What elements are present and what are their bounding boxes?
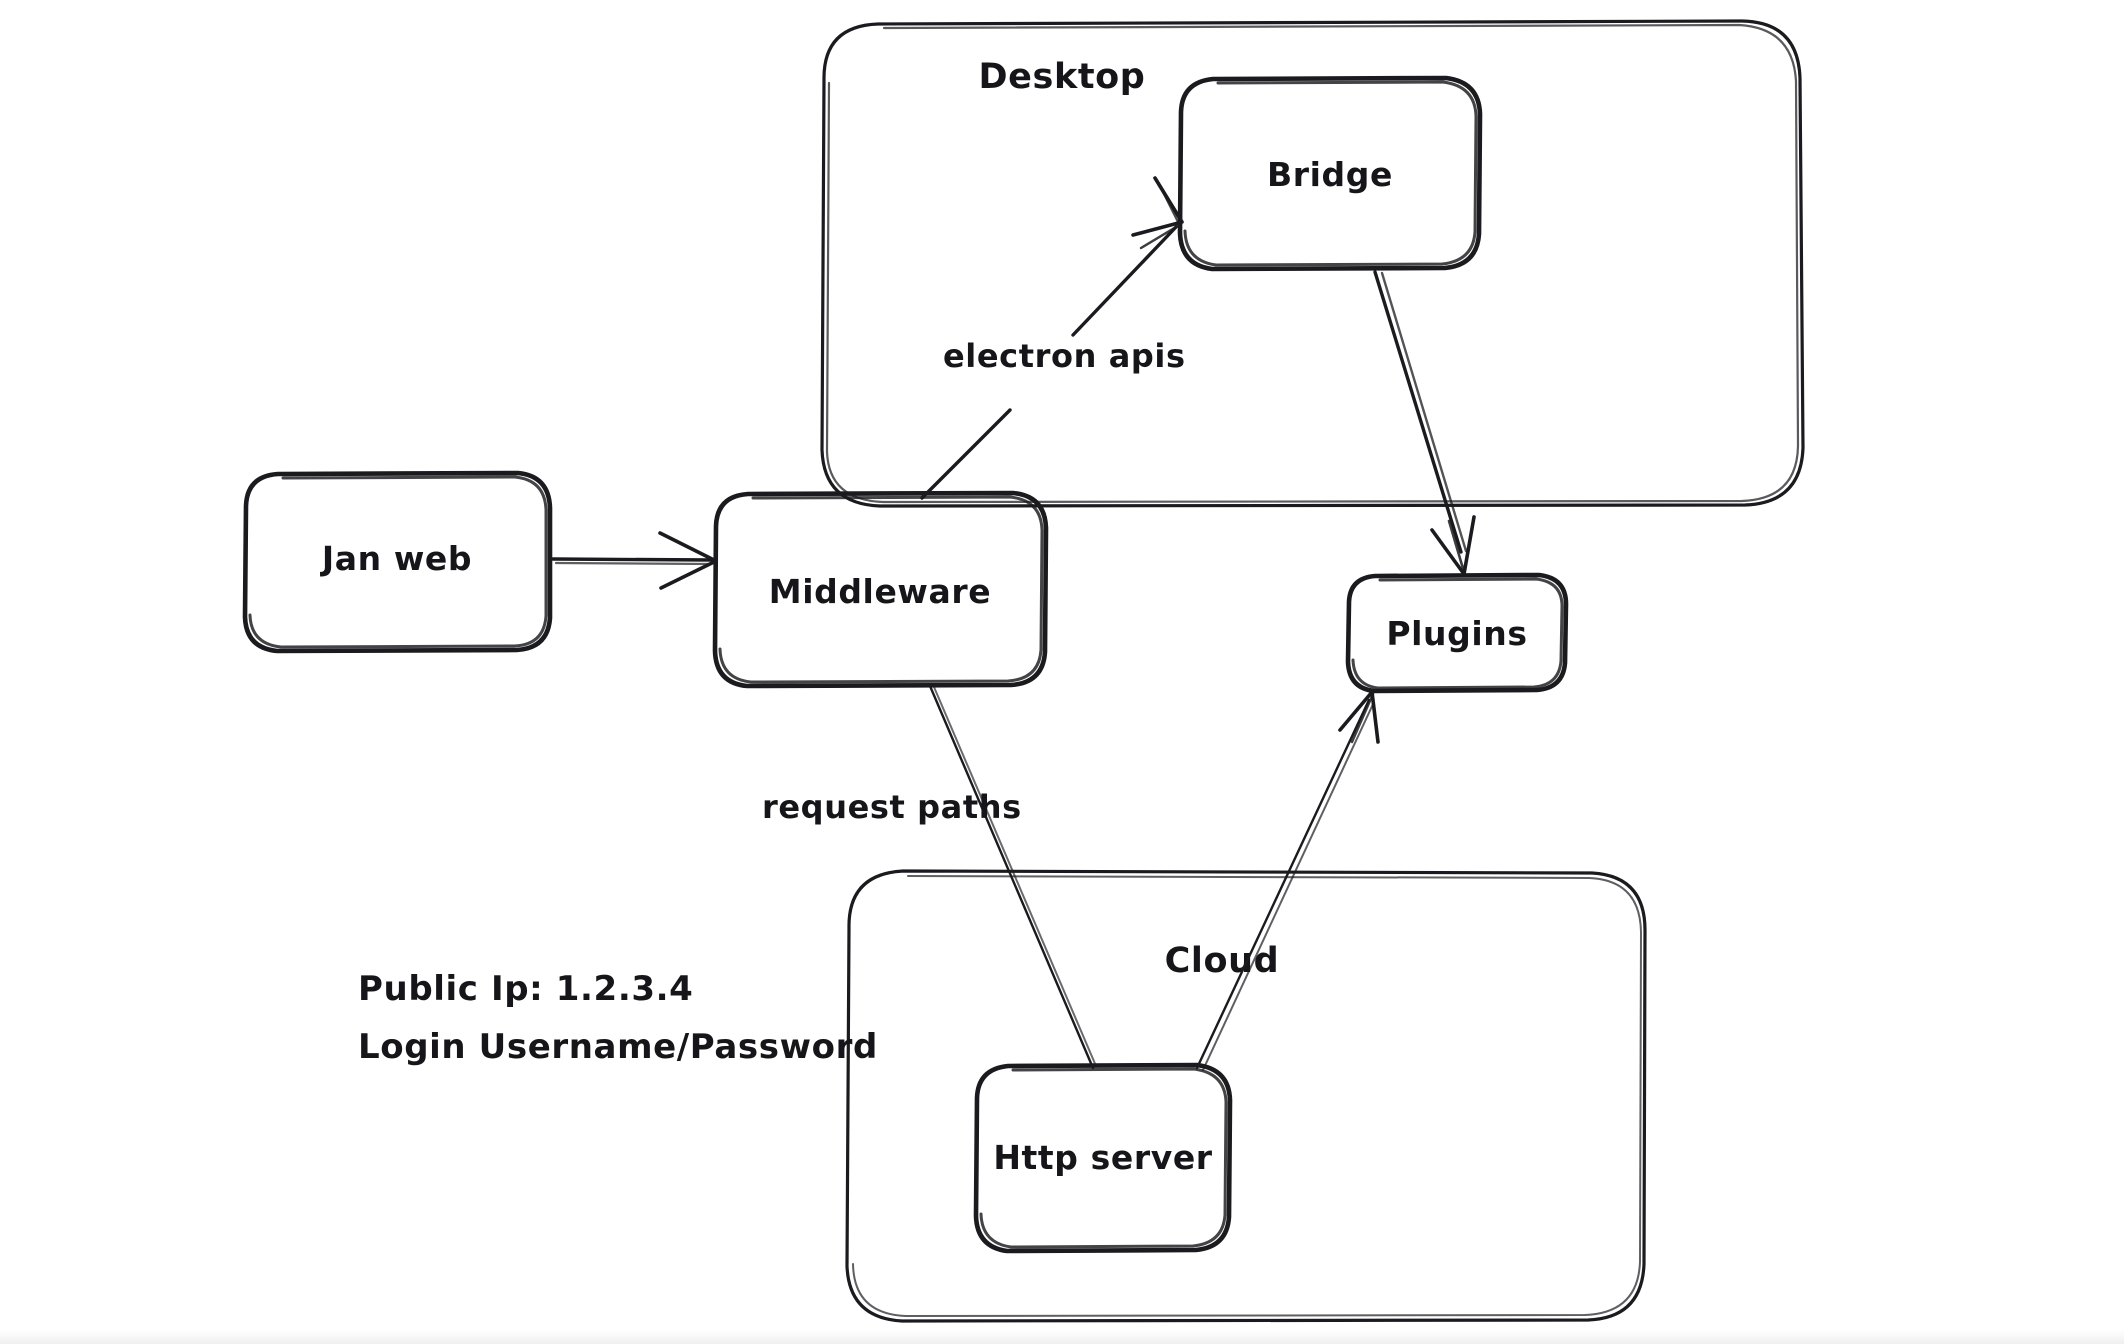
node-outline-http-server (973, 1062, 1233, 1254)
edge-label-request-paths: request paths (762, 788, 1022, 826)
edge-line-2 (554, 561, 713, 566)
arrowhead-middleware-2 (666, 535, 716, 562)
edge-http-server-to-plugins[interactable] (1195, 690, 1380, 1071)
container-label-cloud: Cloud (1165, 941, 1280, 981)
node-outline-plugins (1345, 572, 1569, 694)
bottom-edge-chrome (0, 1330, 2124, 1344)
note-line-public-ip: Public Ip: 1.2.3.4 (358, 969, 693, 1009)
edge-line-upper (1071, 225, 1178, 337)
edge-line (1373, 270, 1463, 554)
edge-line (551, 557, 715, 562)
container-label-desktop: Desktop (979, 57, 1146, 97)
node-label-middleware: Middleware (769, 572, 992, 611)
cloud-container-outline (845, 869, 1647, 1323)
cloud-container-outline-2 (852, 875, 1642, 1317)
node-outline-jan-web-2 (248, 475, 548, 649)
node-label-http-server: Http server (993, 1138, 1212, 1177)
edge-middleware-to-http-server[interactable]: request paths (762, 684, 1097, 1070)
node-middleware[interactable]: Middleware (712, 490, 1049, 689)
edge-line-2 (1202, 701, 1375, 1071)
node-http-server[interactable]: Http server (973, 1062, 1233, 1254)
arrowhead-bridge-2 (1139, 222, 1183, 250)
node-label-bridge: Bridge (1267, 155, 1393, 194)
desktop-container-outline (820, 19, 1805, 508)
node-plugins[interactable]: Plugins (1345, 572, 1569, 694)
desktop-container-outline-2 (825, 23, 1800, 504)
edge-middleware-to-bridge[interactable]: electron apis (920, 176, 1186, 500)
edge-bridge-to-plugins[interactable] (1373, 270, 1476, 576)
edge-line-2 (933, 686, 1097, 1067)
arrowhead-bridge-3 (1160, 188, 1182, 228)
node-label-plugins: Plugins (1386, 614, 1527, 653)
node-bridge[interactable]: Bridge (1177, 75, 1483, 272)
node-outline-http-server-2 (979, 1067, 1228, 1249)
container-cloud[interactable]: Cloud (845, 869, 1647, 1323)
edge-line-2 (1380, 271, 1468, 553)
edge-line-lower (920, 408, 1012, 500)
note-line-login: Login Username/Password (358, 1027, 878, 1067)
edge-line (1195, 698, 1371, 1070)
connection-note[interactable]: Public Ip: 1.2.3.4 Login Username/Passwo… (358, 969, 878, 1067)
node-outline-bridge (1177, 75, 1483, 272)
edge-label-electron-apis: electron apis (943, 337, 1186, 375)
node-label-jan-web: Jan web (320, 539, 472, 578)
node-outline-bridge-2 (1183, 80, 1478, 267)
edge-janweb-to-middleware[interactable] (551, 531, 718, 590)
node-outline-middleware (712, 490, 1049, 689)
arrowhead-plugins-top-2 (1447, 519, 1466, 574)
node-outline-jan-web (242, 470, 553, 654)
container-desktop[interactable]: Desktop (820, 19, 1805, 508)
node-jan-web[interactable]: Jan web (242, 470, 553, 654)
arrowhead-plugins-bottom-2 (1350, 692, 1375, 744)
edge-line (928, 684, 1095, 1070)
node-outline-plugins-2 (1351, 577, 1564, 690)
node-outline-middleware-2 (718, 495, 1044, 684)
